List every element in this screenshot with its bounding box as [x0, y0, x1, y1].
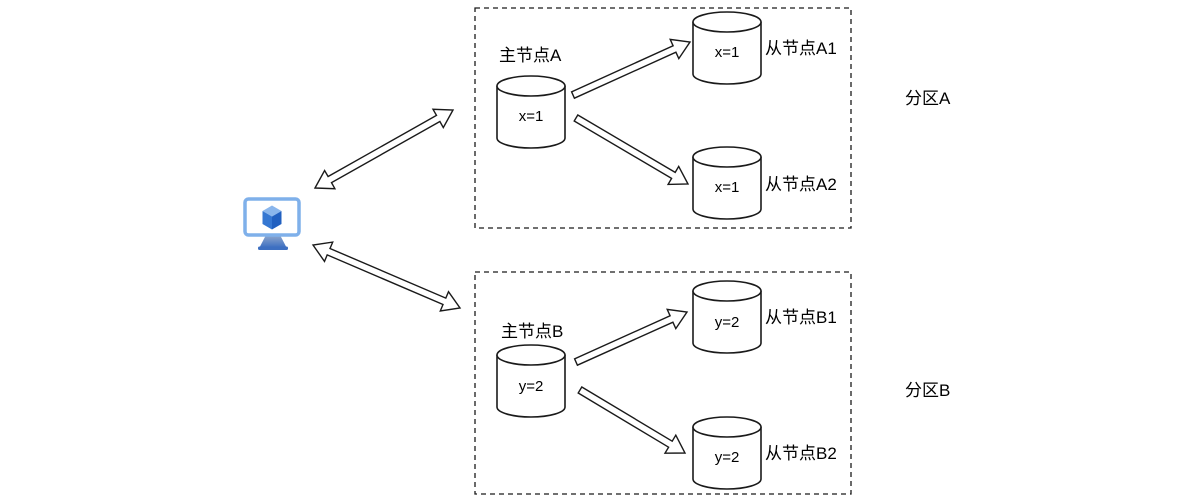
slave-node-a1-label: 从节点A1 [765, 39, 837, 58]
partition-a-box [474, 7, 852, 229]
partition-a-label: 分区A [905, 89, 951, 108]
slave-node-b1-value: y=2 [715, 314, 740, 331]
slave-node-a2-label: 从节点A2 [765, 175, 837, 194]
replication-arrow-master-a-to-a1 [570, 38, 692, 100]
client-partition-a-double-arrow [313, 108, 455, 190]
master-node-a-label: 主节点A [499, 46, 562, 65]
replication-arrow-master-b-to-b2 [577, 386, 687, 454]
slave-node-a1: x=1 [692, 11, 762, 85]
slave-node-a2-value: x=1 [715, 179, 740, 196]
cube-right-face [272, 211, 282, 230]
replication-arrow-master-a-to-a2 [573, 114, 690, 186]
slave-node-a2: x=1 [692, 146, 762, 220]
master-node-a: x=1 [496, 75, 566, 149]
slave-node-b2-value: y=2 [715, 449, 740, 466]
monitor-stand-base [258, 246, 288, 250]
master-node-a-value: x=1 [519, 108, 544, 125]
cube-icon [262, 205, 282, 230]
partition-b-box [474, 271, 852, 495]
client-computer-icon [243, 197, 301, 250]
master-node-b-label: 主节点B [501, 322, 563, 341]
slave-node-a1-value: x=1 [715, 44, 740, 61]
slave-node-b1: y=2 [692, 280, 762, 354]
master-node-b: y=2 [496, 344, 566, 418]
slave-node-b2: y=2 [692, 416, 762, 490]
slave-node-b1-label: 从节点B1 [765, 308, 837, 327]
replication-arrow-master-b-to-b1 [573, 308, 689, 367]
partition-b-label: 分区B [905, 381, 950, 400]
cube-left-face [262, 211, 272, 230]
master-node-b-value: y=2 [519, 378, 544, 395]
slave-node-b2-label: 从节点B2 [765, 444, 837, 463]
client-partition-b-double-arrow [311, 241, 462, 312]
